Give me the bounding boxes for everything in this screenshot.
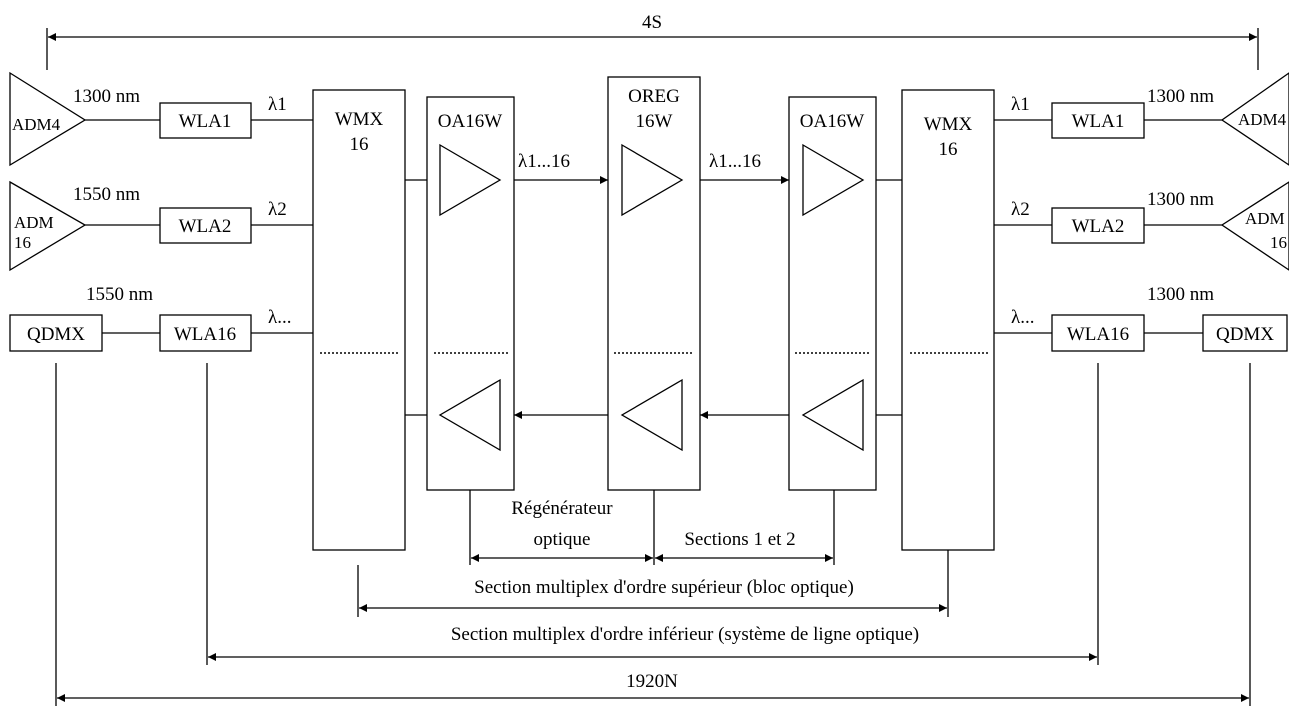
lambda1-left: λ1 bbox=[268, 94, 287, 115]
wla2-right-label: WLA2 bbox=[1072, 216, 1125, 237]
amplifier-left-reverse bbox=[438, 378, 501, 452]
span-higher-order: Section multiplex d'ordre supérieur (blo… bbox=[357, 550, 949, 617]
amplifier-left-forward bbox=[439, 143, 502, 217]
adm16-left bbox=[9, 180, 87, 272]
span-1920n: 1920N bbox=[55, 363, 1251, 706]
wla1-right bbox=[1051, 102, 1145, 139]
wavelength-1300nm-left: 1300 nm bbox=[73, 86, 140, 107]
span-regenerator: Régénérateur optique bbox=[469, 490, 655, 565]
amplifier-right-reverse bbox=[801, 378, 864, 452]
lambda-n-left: λ... bbox=[268, 307, 291, 328]
oa16w-left-label: OA16W bbox=[438, 111, 502, 132]
wavelength-1550nm-left: 1550 nm bbox=[73, 184, 140, 205]
wavelength-1300nm-right: 1300 nm bbox=[1147, 86, 1214, 107]
regenerator-label-2: optique bbox=[534, 529, 591, 550]
adm4-left bbox=[9, 71, 87, 167]
wmx16-right-label-2: 16 bbox=[939, 139, 958, 160]
oa16w-right-label: OA16W bbox=[800, 111, 864, 132]
lambda-n-right: λ... bbox=[1011, 307, 1034, 328]
lambda1-right: λ1 bbox=[1011, 94, 1030, 115]
oreg16w-label: OREG bbox=[628, 86, 680, 107]
adm4-left-label: ADM4 bbox=[12, 115, 61, 134]
right-terminal: λ1 WLA1 1300 nm ADM4 λ2 WLA2 1300 nm ADM… bbox=[994, 72, 1289, 352]
lambda2-right: λ2 bbox=[1011, 199, 1030, 220]
span-1920n-label: 1920N bbox=[626, 671, 678, 692]
span-4s: 4S bbox=[46, 12, 1259, 70]
qdmx-right bbox=[1202, 314, 1288, 352]
adm16-right-label-2: 16 bbox=[1270, 233, 1287, 252]
amplifier-right-forward bbox=[802, 143, 865, 217]
wmx16-right-label: WMX bbox=[924, 114, 973, 135]
signal-lambda1-16-left: λ1...16 bbox=[518, 151, 570, 172]
left-terminal: ADM4 1300 nm WLA1 λ1 ADM 16 1550 nm WLA2… bbox=[9, 71, 313, 352]
oreg16w-label-2: 16W bbox=[636, 111, 673, 132]
adm16-left-label: ADM bbox=[14, 213, 54, 232]
wla1-left-label: WLA1 bbox=[179, 111, 232, 132]
wla16-right bbox=[1051, 314, 1145, 352]
oreg16w: OREG 16W bbox=[607, 76, 701, 491]
wla1-left bbox=[159, 102, 252, 139]
span-lower-order: Section multiplex d'ordre inférieur (sys… bbox=[206, 363, 1099, 665]
span-4s-label: 4S bbox=[642, 12, 662, 33]
wavelength-1300nm-right-2: 1300 nm bbox=[1147, 189, 1214, 210]
sections-label: Sections 1 et 2 bbox=[684, 529, 795, 550]
adm16-right-label: ADM bbox=[1245, 209, 1285, 228]
wavelength-1550nm-left-2: 1550 nm bbox=[86, 284, 153, 305]
span-sections: Sections 1 et 2 bbox=[655, 490, 835, 565]
wla1-right-label: WLA1 bbox=[1072, 111, 1125, 132]
signal-lambda1-16-right: λ1...16 bbox=[709, 151, 761, 172]
lower-order-section-label: Section multiplex d'ordre inférieur (sys… bbox=[451, 624, 919, 645]
wla2-left bbox=[159, 207, 252, 244]
regenerator-label: Régénérateur bbox=[511, 498, 613, 519]
adm16-right bbox=[1220, 181, 1289, 271]
adm4-right-label: ADM4 bbox=[1238, 110, 1287, 129]
adm16-left-label-2: 16 bbox=[14, 233, 31, 252]
amplifier-center-reverse bbox=[620, 378, 683, 452]
wmx16-right: WMX 16 bbox=[901, 89, 995, 551]
adm4-right bbox=[1220, 72, 1289, 166]
wmx16-left: WMX 16 bbox=[312, 89, 406, 551]
wla2-left-label: WLA2 bbox=[179, 216, 232, 237]
oa16w-right: OA16W bbox=[788, 96, 877, 491]
higher-order-section-label: Section multiplex d'ordre supérieur (blo… bbox=[474, 577, 854, 598]
lambda2-left: λ2 bbox=[268, 199, 287, 220]
wla16-left-label: WLA16 bbox=[174, 324, 236, 345]
amplifier-center-forward bbox=[621, 143, 684, 217]
oa16w-left: OA16W bbox=[426, 96, 515, 491]
qdmx-right-label: QDMX bbox=[1216, 324, 1274, 345]
wavelength-1300nm-right-3: 1300 nm bbox=[1147, 284, 1214, 305]
wmx16-left-label: WMX bbox=[335, 109, 384, 130]
wla16-left bbox=[159, 314, 252, 352]
qdmx-left-label: QDMX bbox=[27, 324, 85, 345]
wmx16-left-label-2: 16 bbox=[350, 134, 369, 155]
wla16-right-label: WLA16 bbox=[1067, 324, 1129, 345]
